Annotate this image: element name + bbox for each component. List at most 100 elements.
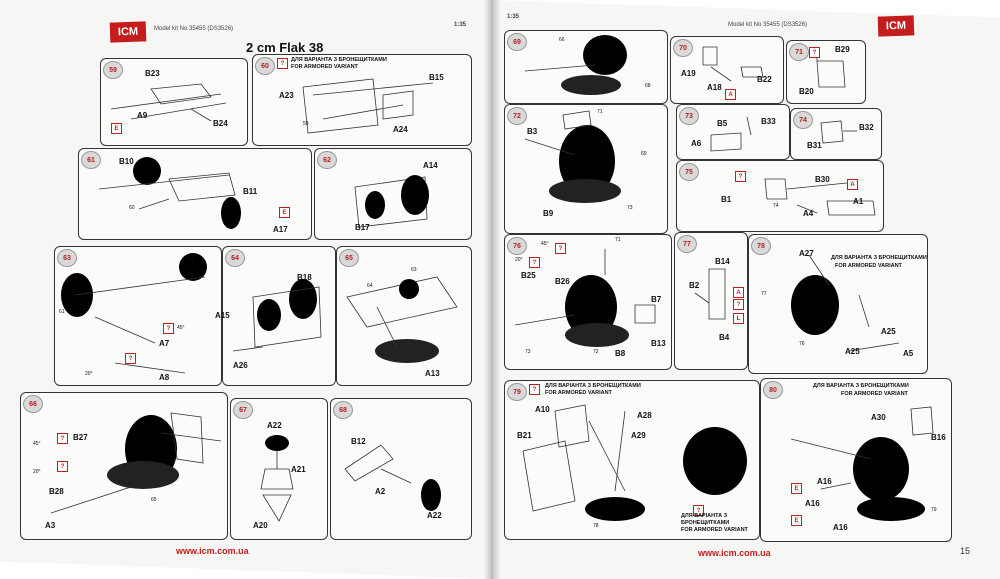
- angle-label: 20°: [33, 469, 41, 475]
- paint-marker-e: E: [791, 515, 802, 526]
- icm-logo: ICM: [109, 21, 147, 43]
- paint-marker-question: ?: [735, 171, 746, 182]
- step-70-panel: 70 A19 A18 B22 A: [670, 36, 784, 104]
- part-label: A20: [253, 521, 268, 530]
- part-label: B20: [799, 87, 814, 96]
- page-title: 2 cm Flak 38: [246, 40, 324, 55]
- part-label: B8: [615, 349, 626, 358]
- paint-marker-a: A: [725, 89, 736, 100]
- ref-step: 63: [411, 267, 417, 273]
- step-79-drawing: [522, 404, 747, 521]
- ref-step: 74: [773, 203, 779, 209]
- part-label: A26: [233, 361, 248, 370]
- step-number: 66: [23, 395, 43, 413]
- step-number: 70: [673, 39, 693, 57]
- step-number: 80: [763, 381, 783, 399]
- step-75-drawing: [764, 178, 876, 216]
- paint-marker-a: A: [847, 179, 858, 190]
- part-label: A16: [817, 477, 832, 486]
- step-72-drawing: [524, 110, 621, 203]
- step-number: 64: [225, 249, 245, 267]
- step-74-panel: 74 B32 B31: [790, 108, 882, 160]
- step-76-panel: 76 45° ? 71 20° ? B25 B26 B7 B13 B8 73 7…: [504, 234, 672, 370]
- paint-marker-question: ?: [733, 299, 744, 310]
- part-label: A17: [273, 225, 288, 234]
- step-64-panel: 64 B18 A15 A26: [215, 246, 336, 386]
- ref-step: 77: [761, 291, 767, 297]
- step-63-panel: 63 62 61 ? 45° A7 ? 20° A8: [54, 246, 222, 386]
- step-63-drawing: [61, 253, 207, 374]
- part-label: A25: [845, 347, 860, 356]
- booklet-spine: [484, 0, 500, 579]
- step-number: 62: [317, 151, 337, 169]
- part-label: B26: [555, 277, 570, 286]
- part-label: A5: [903, 349, 914, 358]
- step-number: 60: [255, 57, 275, 75]
- icm-logo-right: ICM: [877, 15, 915, 37]
- part-label: B31: [807, 141, 822, 150]
- step-number: 77: [677, 235, 697, 253]
- step-74-drawing: [820, 120, 857, 144]
- part-label: A16: [805, 499, 820, 508]
- part-label: A30: [871, 413, 886, 422]
- part-label: B4: [719, 333, 730, 342]
- step-78-panel: 78 ДЛЯ ВАРІАНТА З БРОНЕЩИТКАМИ FOR ARMOR…: [748, 234, 928, 374]
- part-label: B27: [73, 433, 88, 442]
- part-label: A6: [691, 139, 702, 148]
- paint-marker-question: ?: [809, 47, 820, 58]
- part-label: A3: [45, 521, 56, 530]
- part-label: A27: [799, 249, 814, 258]
- part-label: B18: [297, 273, 312, 282]
- step-number: 63: [57, 249, 77, 267]
- step-number: 74: [793, 111, 813, 129]
- step-76-drawing: [514, 249, 656, 347]
- step-61-panel: 61 B10 B11 A17 E 60: [78, 148, 312, 240]
- note-ua: ДЛЯ ВАРІАНТА З БРОНЕЩИТКАМИ: [813, 383, 909, 389]
- part-label: B25: [521, 271, 536, 280]
- step-71-panel: 71 ? B29 B20: [786, 40, 866, 104]
- step-number: 79: [507, 383, 527, 401]
- part-label: A10: [535, 405, 550, 414]
- step-number: 71: [789, 43, 809, 61]
- part-label: B3: [527, 127, 538, 136]
- ref-step: 61: [59, 309, 65, 315]
- ref-step: 79: [931, 507, 937, 513]
- step-number: 68: [333, 401, 353, 419]
- step-79-panel: 79 ? ДЛЯ ВАРІАНТА З БРОНЕЩИТКАМИ FOR ARM…: [504, 380, 760, 540]
- step-62-panel: 62 A14 B17: [314, 148, 472, 240]
- part-label: A28: [637, 411, 652, 420]
- part-label: B16: [931, 433, 946, 442]
- ref-step: 66: [559, 37, 565, 43]
- ref-step: 78: [593, 523, 599, 529]
- part-label: B12: [351, 437, 366, 446]
- page-number-right: 15: [960, 546, 971, 556]
- ref-step: 68: [645, 83, 651, 89]
- part-label: B21: [517, 431, 532, 440]
- part-label: B11: [243, 187, 258, 196]
- paint-marker-e: E: [111, 123, 122, 134]
- part-label: B33: [761, 117, 776, 126]
- step-number: 61: [81, 151, 101, 169]
- step-72-panel: 72 B3 71 69 73 B9: [504, 104, 668, 234]
- ref-step: 64: [367, 283, 373, 289]
- left-header-model-kit: Model kit No 35455 (DS3526): [154, 26, 234, 32]
- paint-marker-question: ?: [125, 353, 136, 364]
- part-label: A13: [425, 369, 440, 378]
- part-label: A9: [137, 111, 148, 120]
- part-label: B32: [859, 123, 874, 132]
- paint-marker-question: ?: [57, 461, 68, 472]
- note-en: FOR ARMORED VARIANT: [841, 391, 908, 397]
- paint-marker-question: ?: [277, 58, 288, 69]
- ref-step: 69: [641, 151, 647, 157]
- step-number: 78: [751, 237, 771, 255]
- part-label: A22: [427, 511, 442, 520]
- part-label: A23: [279, 91, 294, 100]
- part-label: B10: [119, 157, 134, 166]
- angle-label: 45°: [33, 441, 41, 447]
- ref-step: 73: [525, 349, 531, 355]
- part-label: A16: [833, 523, 848, 532]
- note-en: FOR ARMORED VARIANT: [835, 263, 902, 269]
- part-label: A2: [375, 487, 386, 496]
- part-label: A21: [291, 465, 306, 474]
